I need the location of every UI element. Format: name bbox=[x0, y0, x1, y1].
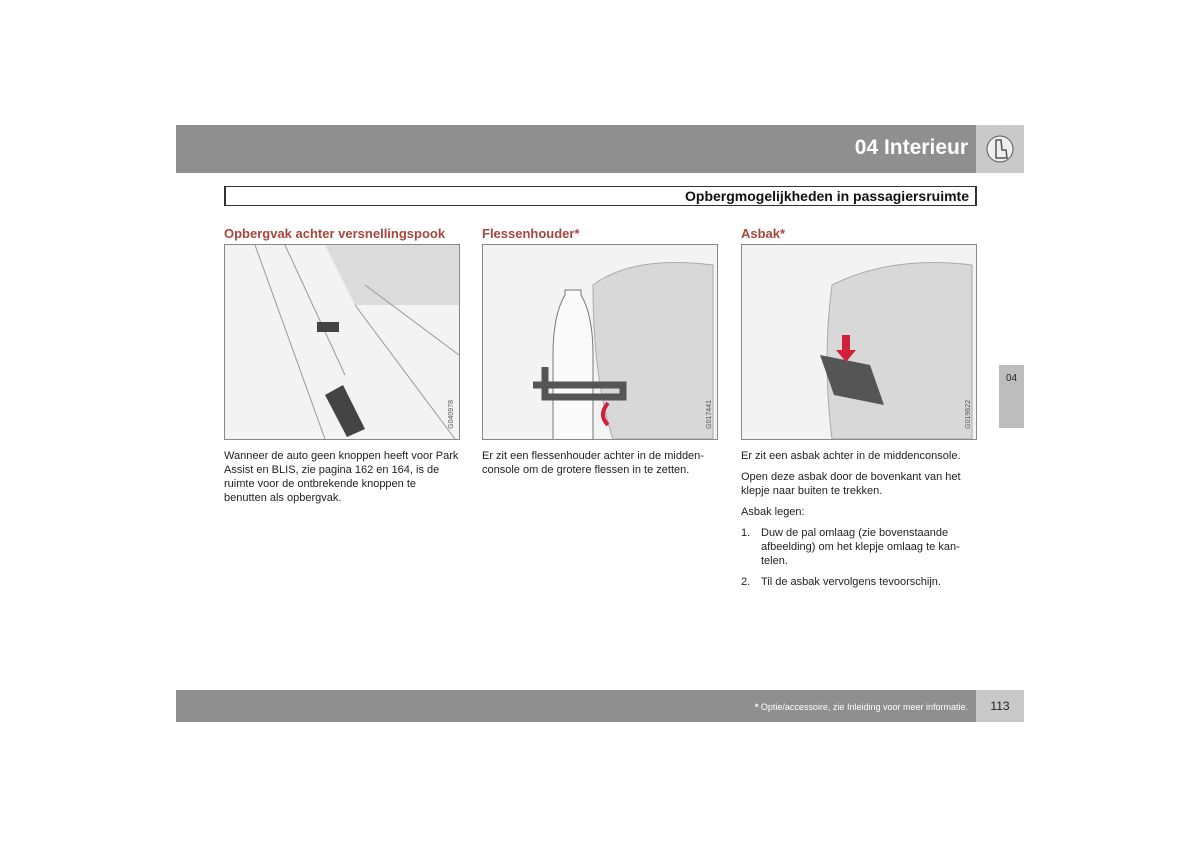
paragraph: Er zit een flessenhouder achter in de mi… bbox=[482, 450, 704, 476]
paragraph: Wanneer de auto geen knoppen heeft voor … bbox=[224, 450, 459, 504]
illustration-storage: G040978 bbox=[224, 244, 460, 440]
footer-note: Optie/accessoire, zie Inleiding voor mee… bbox=[760, 702, 968, 712]
image-code: G017441 bbox=[706, 400, 713, 429]
list-item: 1. Duw de pal omlaag (zie bovenstaande af… bbox=[741, 526, 977, 568]
footer: * Optie/accessoire, zie Inleiding voor m… bbox=[176, 690, 976, 722]
step-text: Til de asbak vervolgens tevoorschijn. bbox=[761, 576, 941, 588]
paragraph: Open deze asbak door de bovenkant van he… bbox=[741, 471, 961, 497]
heading: Opbergvak achter versnellingspook bbox=[224, 226, 446, 241]
chapter-title: 04 Interieur bbox=[854, 136, 968, 159]
column-ashtray: Asbak* G019622 Er zit een asbak achter i… bbox=[741, 226, 977, 596]
illustration-bottle-holder: G017441 bbox=[482, 244, 718, 440]
image-code: G040978 bbox=[448, 400, 455, 429]
column-storage: Opbergvak achter versnellingspook G04097… bbox=[224, 226, 460, 512]
page-number: 113 bbox=[976, 690, 1024, 722]
step-number: 1. bbox=[741, 527, 751, 539]
paragraph: Er zit een asbak achter in de middencons… bbox=[741, 450, 961, 462]
asterisk: * bbox=[754, 702, 759, 712]
chapter-header: 04 Interieur bbox=[176, 125, 976, 173]
section-title: Opbergmogelijkheden in passagiersruimte bbox=[685, 188, 969, 204]
chapter-side-tab[interactable]: 04 bbox=[999, 365, 1024, 428]
column-bottle-holder: Flessenhouder* G017441 Er zit een flesse… bbox=[482, 226, 718, 484]
heading: Flessenhouder* bbox=[482, 226, 580, 241]
step-text: Duw de pal omlaag (zie bovenstaande afbe… bbox=[761, 527, 960, 567]
list-item: 2. Til de asbak vervolgens tevoorschijn. bbox=[741, 575, 977, 589]
image-code: G019622 bbox=[965, 400, 972, 429]
paragraph: Asbak legen: bbox=[741, 506, 805, 518]
illustration-ashtray: G019622 bbox=[741, 244, 977, 440]
step-number: 2. bbox=[741, 576, 751, 588]
seat-icon bbox=[976, 125, 1024, 173]
section-title-box: Opbergmogelijkheden in passagiersruimte bbox=[224, 186, 977, 206]
heading: Asbak* bbox=[741, 226, 786, 241]
